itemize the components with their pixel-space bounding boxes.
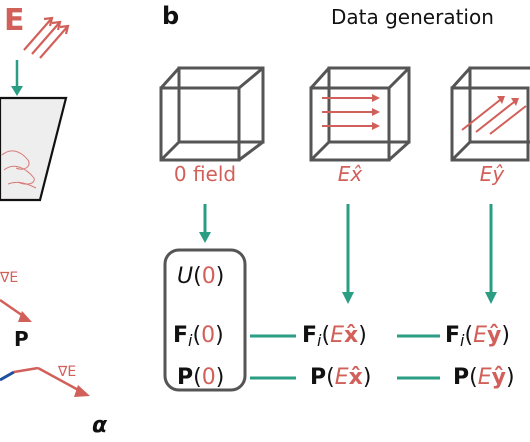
field-arrows [23,16,70,59]
label-x-field: Ex̂ [338,162,363,186]
u-zero: U(0) [177,264,224,289]
panel-a-partial: E ∇E P [0,3,108,438]
field-e-letter: E [4,3,25,38]
grad-arrow-2 [37,366,90,397]
pink-squiggle [1,150,37,189]
red-connector [13,366,39,374]
f-y-field: Fi(Eŷ) [445,323,510,350]
f-x-field: Fi(Ex̂) [302,323,367,350]
cube-x-field [309,66,411,162]
x-field-arrows [322,94,380,130]
panel-b-title: Data generation [331,5,494,29]
teal-arrow-a [11,60,23,96]
cube-y-field [450,66,530,162]
teal-arrow-zero [199,204,211,243]
grad-arrow-1 [0,298,32,322]
p-x-field: P(Ex̂) [310,365,371,390]
blue-axis-line [0,370,15,382]
panel-b-letter: b [162,2,179,30]
cube-zero-field [159,66,265,162]
p-vector-label: P [14,327,29,351]
zero-field-group-box [163,248,247,392]
f-zero: Fi(0) [173,323,224,350]
panel-b: b Data generation [159,2,530,392]
teal-arrow-x [342,204,354,304]
grad-label-1: ∇E [0,270,18,286]
material-plane [0,96,68,202]
label-zero-field: 0 field [174,162,236,186]
p-y-field: P(Eŷ) [453,365,515,390]
teal-arrow-y [485,204,497,304]
grad-label-2: ∇E [57,364,76,380]
y-field-arrows [461,96,527,135]
alpha-label: α [92,413,108,438]
p-zero: P(0) [177,365,224,390]
label-y-field: Eŷ [480,162,506,186]
